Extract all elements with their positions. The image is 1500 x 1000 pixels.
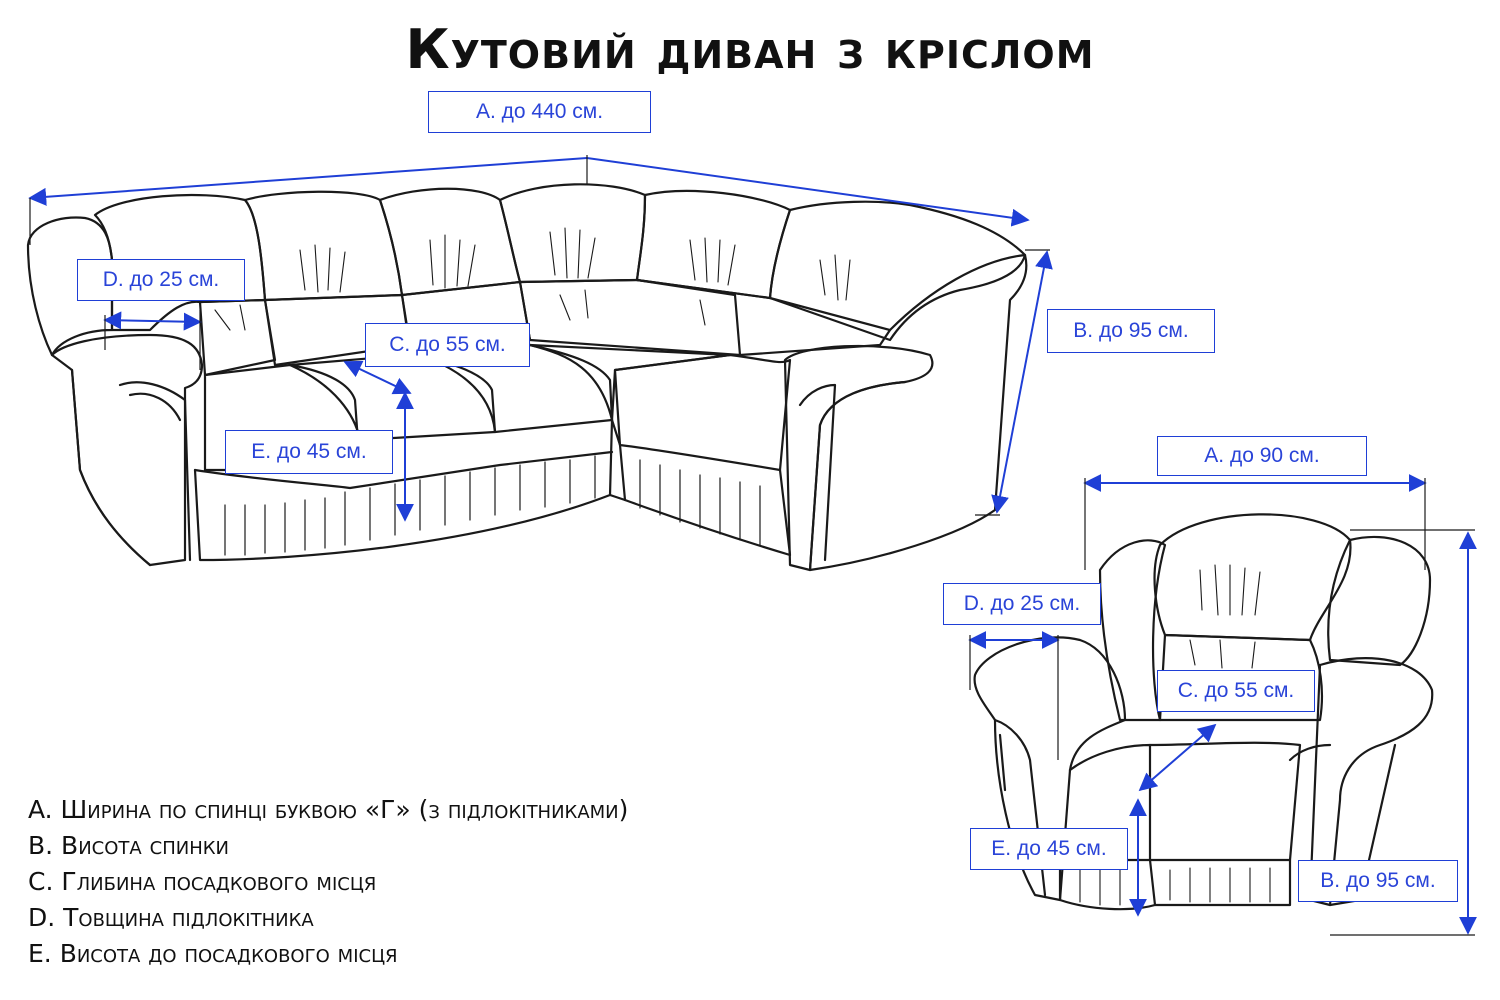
sofa-base bbox=[193, 418, 614, 562]
sofa-label-d: D. до 25 см. bbox=[77, 259, 245, 301]
legend-item-d: D. Товщина підлокітника bbox=[28, 903, 314, 932]
sofa-right-arm bbox=[783, 344, 934, 572]
page-title: Кутовий диван з кріслом bbox=[405, 18, 1095, 81]
armchair-left-arm bbox=[973, 636, 1127, 902]
armchair-label-c: C. до 55 см. bbox=[1157, 670, 1315, 712]
legend-item-e: E. Висота до посадкового місця bbox=[28, 939, 398, 968]
legend-item-c: C. Глибина посадкового місця bbox=[28, 867, 377, 896]
armchair-label-b: B. до 95 см. bbox=[1298, 860, 1458, 902]
legend: A. Ширина по спинці буквою «Г» (з підлок… bbox=[28, 792, 628, 972]
armchair-label-a: A. до 90 см. bbox=[1157, 436, 1367, 476]
armchair-label-e: E. до 45 см. bbox=[970, 828, 1128, 870]
legend-item-b: B. Висота спинки bbox=[28, 831, 229, 860]
sofa-dimension-lines bbox=[28, 157, 1053, 522]
armchair-label-d: D. до 25 см. bbox=[943, 583, 1101, 625]
legend-item-a: A. Ширина по спинці буквою «Г» (з підлок… bbox=[28, 795, 629, 824]
sofa-label-a: A. до 440 см. bbox=[428, 91, 651, 133]
armchair-dimension-lines bbox=[968, 474, 1477, 935]
armchair bbox=[973, 513, 1434, 911]
armchair-right-arm bbox=[1308, 657, 1434, 907]
armchair-back bbox=[1153, 513, 1352, 642]
sofa-label-b: B. до 95 см. bbox=[1047, 309, 1215, 353]
sofa-label-c: C. до 55 см. bbox=[365, 323, 530, 367]
sofa-label-e: E. до 45 см. bbox=[225, 430, 393, 474]
corner-sofa bbox=[26, 183, 1028, 572]
